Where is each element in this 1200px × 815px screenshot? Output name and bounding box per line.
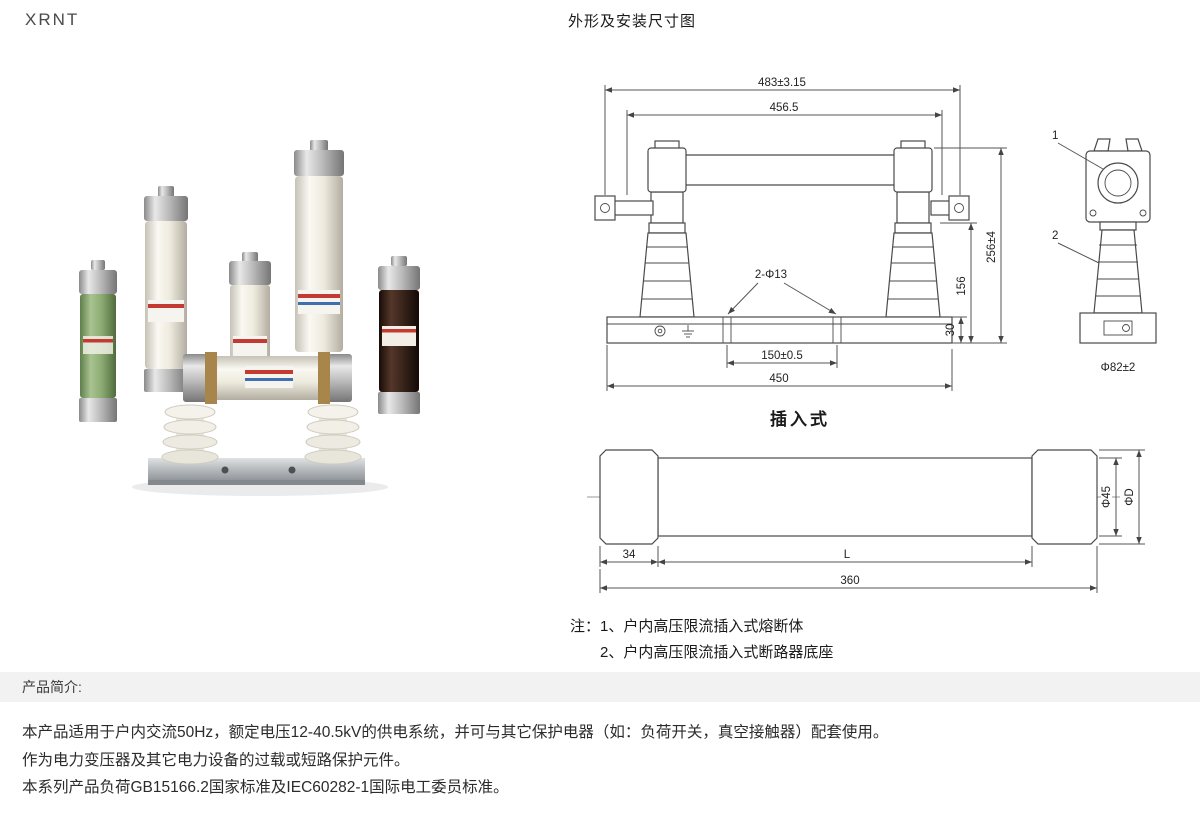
left-insulator [639, 222, 695, 318]
installation-drawing: 483±3.15 456.5 2-Φ13 30 156 256±4 [575, 55, 1175, 410]
intro-paragraphs: 本产品适用于户内交流50Hz，额定电压12-40.5kV的供电系统，并可与其它保… [22, 719, 1182, 802]
dim-body-length: L [844, 549, 851, 561]
dim-contact-diameter: Φ45 [1101, 486, 1113, 508]
note-line-2: 2、户内高压限流插入式断路器底座 [600, 644, 834, 661]
plug-fuse-svg: Φ45 ΦD 34 L 360 [587, 449, 1145, 593]
photo-left-insulator [161, 404, 219, 465]
intro-heading-band: 产品简介: [0, 672, 1200, 702]
dim-total-height: 256±4 [986, 230, 998, 262]
callout-1-fuse: 1 [1052, 130, 1058, 142]
fuse-horizontal [183, 352, 352, 404]
dim-base-width: 450 [769, 373, 788, 385]
front-view [594, 140, 970, 344]
dim-insulator-height: 156 [956, 276, 968, 295]
fuse-tube [681, 154, 899, 186]
product-photo [55, 140, 475, 500]
side-view [1079, 138, 1157, 344]
right-insulator [885, 222, 941, 318]
plug-dimensions: Φ45 ΦD 34 L 360 [599, 449, 1145, 593]
fuse-vertical-middle [229, 252, 271, 370]
ground-symbol [682, 325, 694, 338]
fuse-vertical-tall [294, 140, 344, 352]
product-photo-svg [79, 140, 420, 496]
fuse-vertical-dark [378, 256, 420, 414]
dimension-annotations: 483±3.15 456.5 2-Φ13 30 156 256±4 [604, 77, 1007, 391]
intro-paragraph-2: 作为电力变压器及其它电力设备的过载或短路保护元件。 [22, 751, 410, 769]
dim-hole-spacing: 150±0.5 [761, 350, 803, 362]
dim-base-height: 30 [945, 324, 957, 337]
intro-heading: 产品简介: [22, 679, 82, 695]
photo-right-insulator [304, 404, 362, 465]
dim-side-diameter: Φ82±2 [1101, 362, 1136, 374]
callout-2-base: 2 [1052, 230, 1058, 242]
diagram-title: 外形及安装尺寸图 [568, 13, 697, 30]
note-line-1: 注：1、户内高压限流插入式熔断体 [570, 618, 804, 635]
intro-paragraph-3: 本系列产品负荷GB15166.2国家标准及IEC60282-1国际电工委员标准。 [22, 779, 509, 796]
dim-overall-width: 483±3.15 [758, 77, 806, 89]
mounting-base [606, 316, 953, 344]
dim-mounting-holes: 2-Φ13 [755, 269, 787, 281]
dim-inner-width: 456.5 [770, 102, 799, 114]
drawing-notes: 注：1、户内高压限流插入式熔断体 2、户内高压限流插入式断路器底座 [570, 614, 833, 666]
dim-cap-length: 34 [623, 549, 636, 561]
intro-paragraph-1: 本产品适用于户内交流50Hz，额定电压12-40.5kV的供电系统，并可与其它保… [22, 724, 889, 741]
plug-fuse-body [599, 449, 1098, 545]
fuse-vertical-green [79, 260, 117, 422]
dim-body-diameter: ΦD [1124, 488, 1136, 505]
plug-type-label: 插入式 [770, 410, 830, 429]
fuse-vertical-left-white [144, 186, 188, 392]
dim-total-length: 360 [840, 575, 859, 587]
product-model: XRNT [25, 10, 80, 29]
plug-fuse-drawing: Φ45 ΦD 34 L 360 [575, 428, 1175, 618]
callouts: 1 2 Φ82±2 [1052, 130, 1135, 374]
installation-dimension-svg: 483±3.15 456.5 2-Φ13 30 156 256±4 [594, 77, 1157, 391]
